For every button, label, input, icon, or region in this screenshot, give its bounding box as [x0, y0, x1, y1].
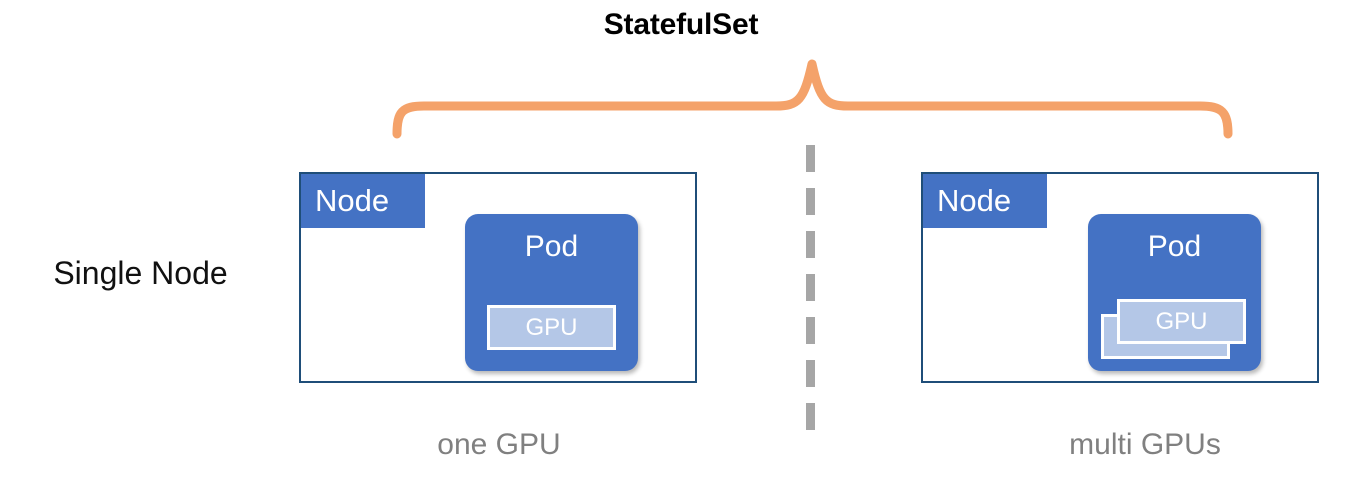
pod-label: Pod — [524, 230, 579, 263]
node-tag-label: Node — [923, 174, 1047, 228]
gpu-box: GPU — [1117, 299, 1246, 344]
node-tag-label: Node — [301, 174, 425, 228]
gpu-box: GPU — [487, 305, 616, 350]
gpu-stack-multi: GPU — [1088, 214, 1261, 371]
statefulset-brace-icon — [392, 59, 1233, 139]
pod-box-multi-gpu: Pod GPU — [1088, 214, 1261, 371]
panel-divider — [806, 145, 815, 441]
diagram-title: StatefulSet — [603, 8, 759, 41]
row-label-single-node: Single Node — [53, 255, 228, 291]
pod-label: Pod — [1147, 230, 1202, 263]
pod-box-single-gpu: Pod GPU — [465, 214, 638, 371]
caption-multi-gpu: multi GPUs — [1069, 428, 1221, 461]
gpu-stack-single: GPU — [465, 214, 638, 371]
caption-single-gpu: one GPU — [437, 428, 561, 461]
